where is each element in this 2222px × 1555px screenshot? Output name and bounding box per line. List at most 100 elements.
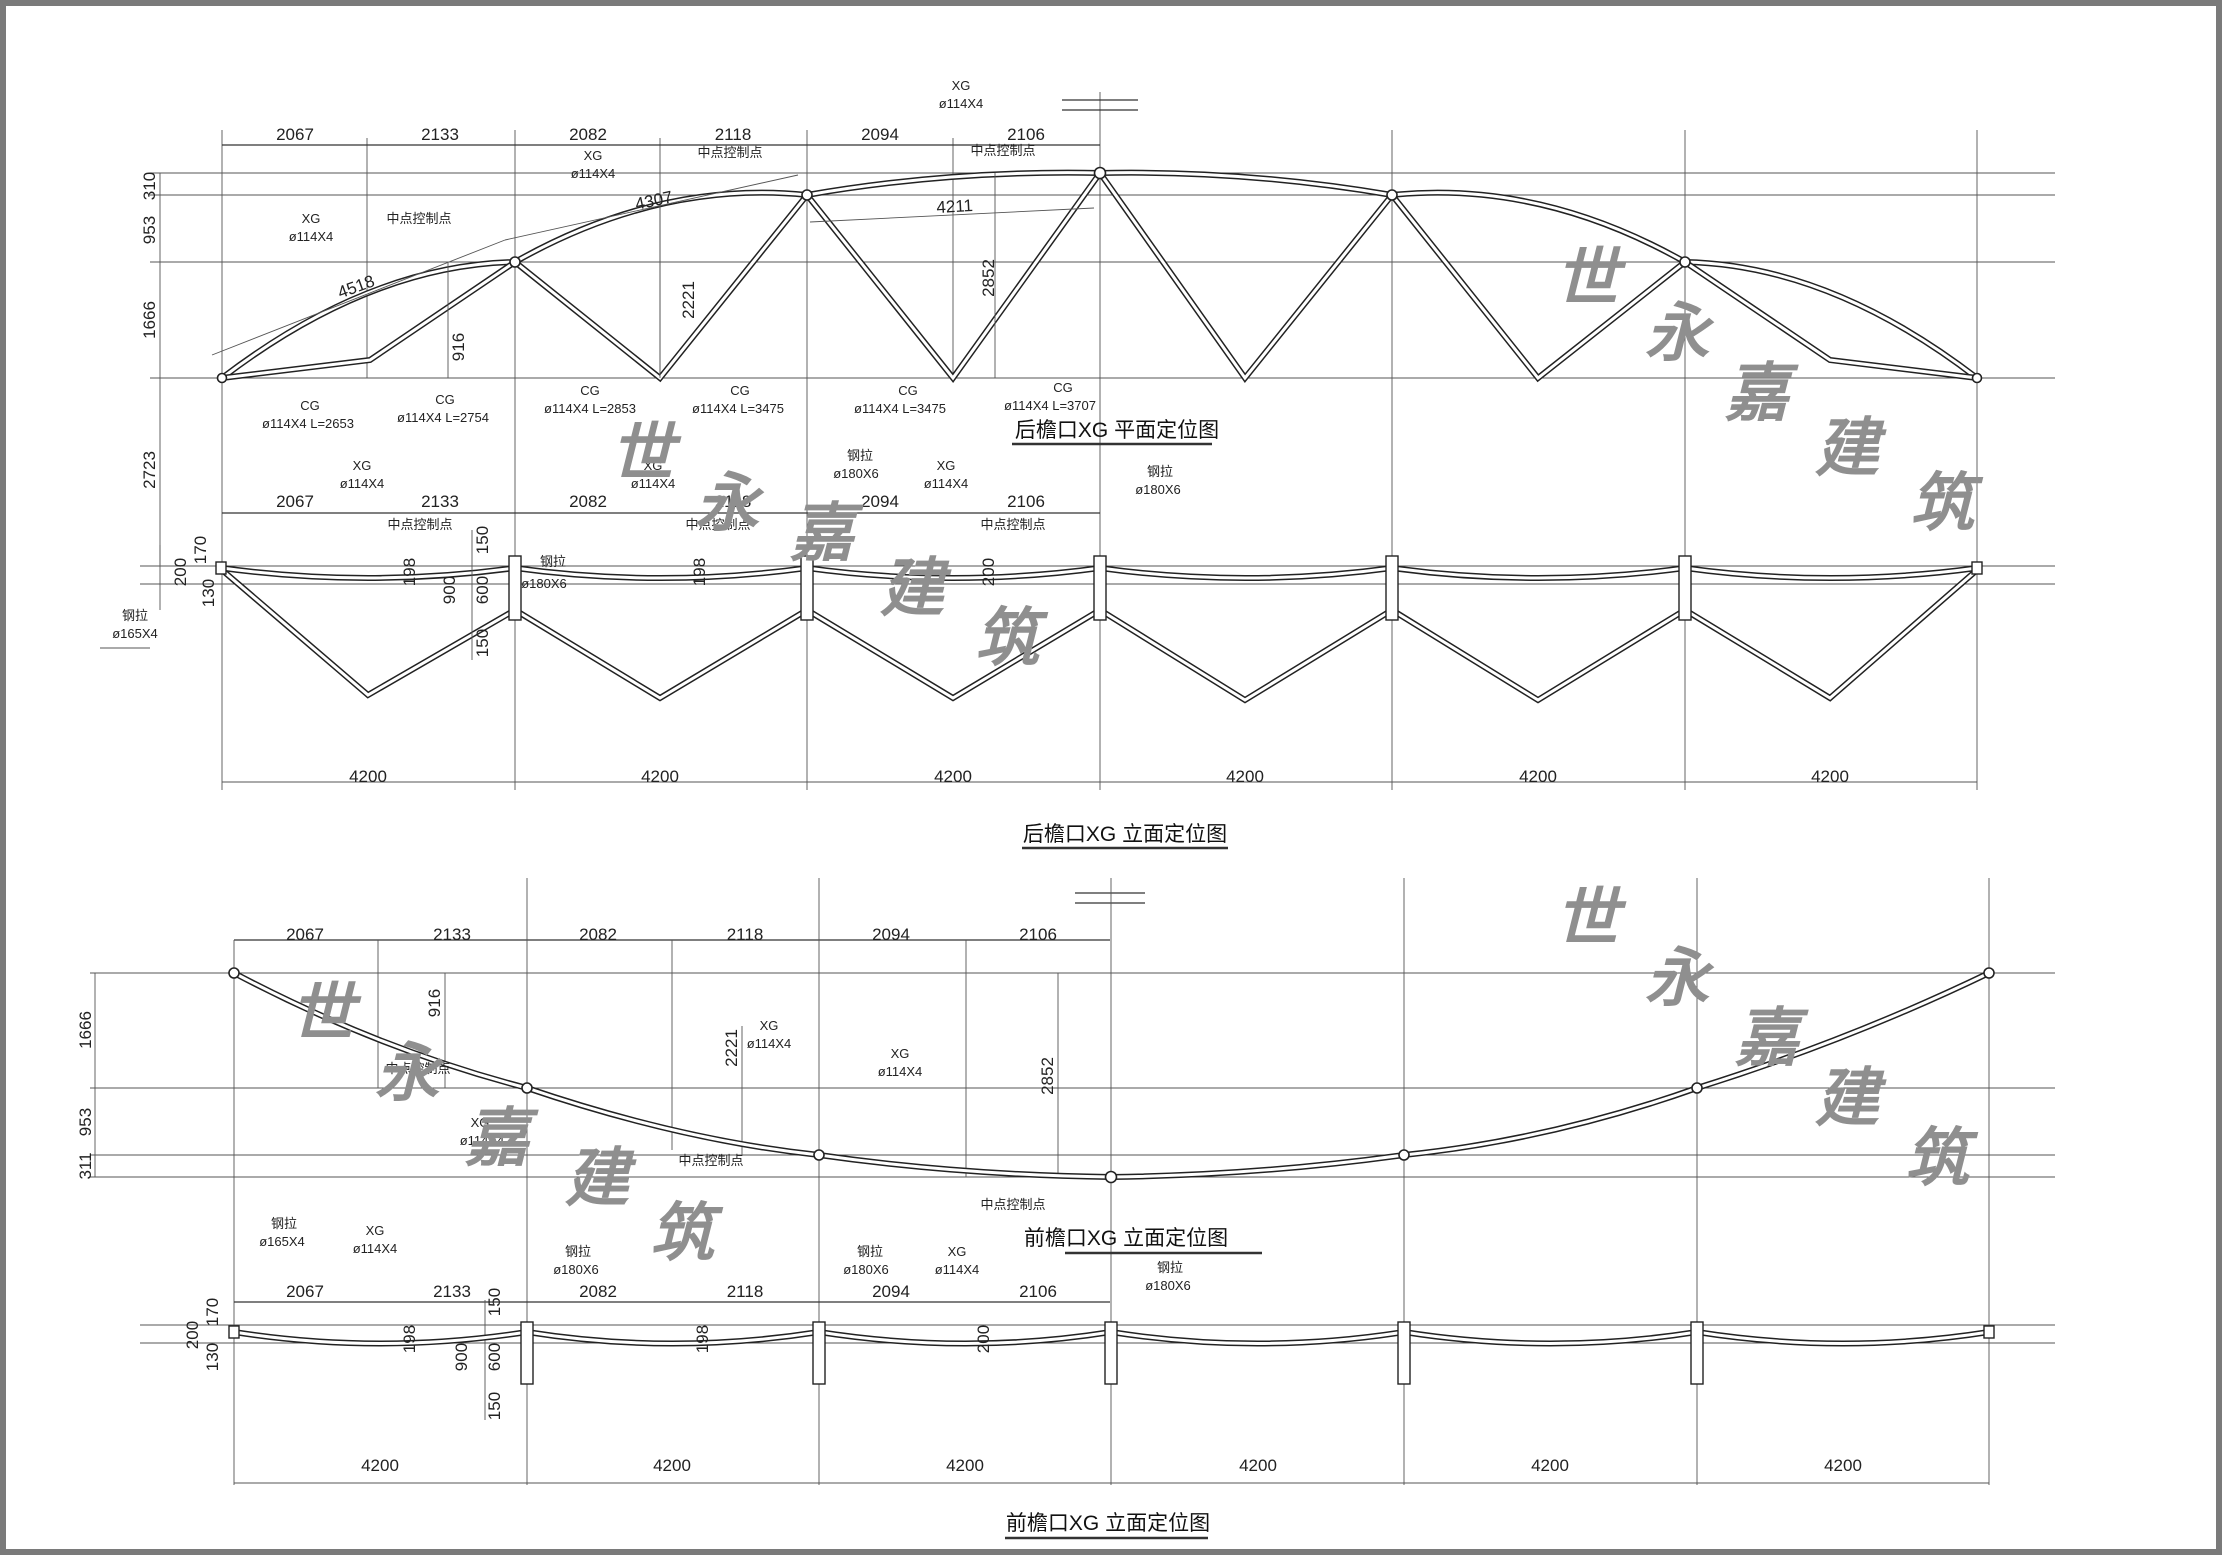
elev-inner-150a: 150 xyxy=(473,526,492,554)
plan-side-2723: 2723 xyxy=(140,451,159,489)
wm2-char-5: 筑 xyxy=(975,601,1049,676)
front-elevation xyxy=(90,878,2055,1485)
elev-span-5: 4200 xyxy=(1519,767,1557,786)
plan-cg-6: CG xyxy=(1053,380,1073,395)
front-mid-title: 前檐口XG 立面定位图 xyxy=(1024,1227,1228,1250)
elev-xg-1: XG xyxy=(353,458,372,473)
elev-side-130: 130 xyxy=(199,579,218,607)
bottom-pipe180-2: ø180X6 xyxy=(843,1262,889,1277)
bottom-inner-900: 900 xyxy=(452,1343,471,1371)
front-seg-5: 2094 xyxy=(872,925,910,944)
elev-seg-2: 2133 xyxy=(421,492,459,511)
watermark-2: 世 永 嘉 建 筑 xyxy=(610,416,1049,676)
elev-inner-198b: 198 xyxy=(690,558,709,586)
elev-steel-4: 钢拉 xyxy=(122,608,148,623)
front-seg-6: 2106 xyxy=(1019,925,1057,944)
wm2-char-3: 嘉 xyxy=(790,496,864,571)
plan-xg-2: XG xyxy=(584,148,603,163)
bottom-inner-600: 600 xyxy=(485,1343,504,1371)
plan-title: 后檐口XG 平面定位图 xyxy=(1015,419,1219,442)
elev-xg-3: XG xyxy=(937,458,956,473)
wm3-char-5: 筑 xyxy=(1905,1121,1979,1196)
plan-mid-3: 中点控制点 xyxy=(970,143,1035,158)
front-side-311: 311 xyxy=(76,1152,95,1179)
plan-view xyxy=(150,92,2055,790)
elev-pipe180-1: ø180X6 xyxy=(833,466,879,481)
wm2-char-4: 建 xyxy=(880,551,952,626)
watermark-3: 世 永 嘉 建 筑 xyxy=(1555,881,1979,1196)
plan-height-2852: 2852 xyxy=(979,259,998,297)
bottom-span-5: 4200 xyxy=(1531,1456,1569,1475)
wm1-char-4: 建 xyxy=(1815,411,1887,486)
elev-xg-2: XG xyxy=(644,458,663,473)
front-seg-3: 2082 xyxy=(579,925,617,944)
elev-seg-4: 2118 xyxy=(715,492,752,511)
front-pipe-1: ø114X4 xyxy=(747,1036,792,1051)
bottom-seg-2: 2133 xyxy=(433,1282,471,1301)
elev-span-6: 4200 xyxy=(1811,767,1849,786)
bottom-steel-3: 钢拉 xyxy=(857,1244,883,1259)
plan-cg-4-spec: ø114X4 L=3475 xyxy=(692,401,784,416)
plan-cg-2-spec: ø114X4 L=2754 xyxy=(397,410,489,425)
wm2-char-2: 永 xyxy=(695,466,765,541)
front-height-2221: 2221 xyxy=(722,1029,741,1067)
front-pipe-3: ø114X4 xyxy=(460,1133,505,1148)
elev-mid-1: 中点控制点 xyxy=(387,517,452,532)
elev-inner-900: 900 xyxy=(440,576,459,604)
bottom-title: 前檐口XG 立面定位图 xyxy=(1006,1512,1210,1535)
wm4-char-1: 世 xyxy=(290,976,362,1051)
bottom-seg-3: 2082 xyxy=(579,1282,617,1301)
bottom-steel-4: 钢拉 xyxy=(1157,1260,1183,1275)
elevation-bottom-texts: 2067 2133 2082 2118 2094 2106 200 170 13… xyxy=(183,1216,1862,1540)
plan-labels: XG ø114X4 XG ø114X4 中点控制点 XG ø114X4 中点控制… xyxy=(262,78,1219,446)
plan-side-1666: 1666 xyxy=(140,301,159,339)
elev-pipe180-3: ø180X6 xyxy=(521,576,567,591)
bottom-span-1: 4200 xyxy=(361,1456,399,1475)
plan-seg-5: 2094 xyxy=(861,125,899,144)
bottom-xg-2: XG xyxy=(948,1244,967,1259)
front-height-916: 916 xyxy=(425,989,444,1017)
elev-span-4: 4200 xyxy=(1226,767,1264,786)
bottom-span-3: 4200 xyxy=(946,1456,984,1475)
bottom-seg-5: 2094 xyxy=(872,1282,910,1301)
wm1-char-2: 永 xyxy=(1645,296,1715,371)
wm4-char-4: 建 xyxy=(565,1141,637,1216)
front-height-2852: 2852 xyxy=(1038,1057,1057,1095)
front-mid-1: 中点控制点 xyxy=(385,1061,450,1076)
elevation-top xyxy=(100,512,2055,783)
elev-side-200: 200 xyxy=(171,558,190,586)
elev-mid-2: 中点控制点 xyxy=(685,517,750,532)
elev-inner-200: 200 xyxy=(979,558,998,586)
bottom-pipe180-3: ø180X6 xyxy=(1145,1278,1191,1293)
elevation-top-texts: 2067 2133 2082 2118 2094 2106 200 170 13… xyxy=(112,448,1849,850)
plan-seg-6: 2106 xyxy=(1007,125,1045,144)
front-mid-3: 中点控制点 xyxy=(980,1197,1045,1212)
wm4-char-5: 筑 xyxy=(650,1196,724,1271)
watermark-4: 世 永 嘉 建 筑 xyxy=(290,976,724,1271)
elev-steel-2: 钢拉 xyxy=(1147,464,1173,479)
wm1-char-5: 筑 xyxy=(1910,466,1984,541)
elev-seg-3: 2082 xyxy=(569,492,607,511)
plan-cg-3: CG xyxy=(580,383,600,398)
elev-top-title: 后檐口XG 立面定位图 xyxy=(1023,823,1227,846)
elev-inner-150b: 150 xyxy=(473,629,492,657)
elev-seg-5: 2094 xyxy=(861,492,899,511)
elev-pipe-2: ø114X4 xyxy=(631,476,676,491)
bottom-side-200: 200 xyxy=(183,1321,202,1349)
elev-mid-3: 中点控制点 xyxy=(980,517,1045,532)
bottom-pipe165: ø165X4 xyxy=(259,1234,305,1249)
bottom-span-4: 4200 xyxy=(1239,1456,1277,1475)
plan-mid-1: 中点控制点 xyxy=(386,211,451,226)
bottom-inner-150a: 150 xyxy=(485,1288,504,1316)
front-mid-2: 中点控制点 xyxy=(678,1153,743,1168)
plan-cg-5-spec: ø114X4 L=3475 xyxy=(854,401,946,416)
bottom-span-2: 4200 xyxy=(653,1456,691,1475)
plan-height-2221: 2221 xyxy=(679,281,698,319)
bottom-inner-200: 200 xyxy=(974,1325,993,1353)
bottom-steel-1: 钢拉 xyxy=(271,1216,297,1231)
bottom-pipe-2: ø114X4 xyxy=(935,1262,980,1277)
wm4-char-2: 永 xyxy=(375,1036,445,1111)
wm4-char-3: 嘉 xyxy=(465,1101,539,1176)
plan-cg-2: CG xyxy=(435,392,455,407)
plan-chord-4307: 4307 xyxy=(633,187,674,213)
